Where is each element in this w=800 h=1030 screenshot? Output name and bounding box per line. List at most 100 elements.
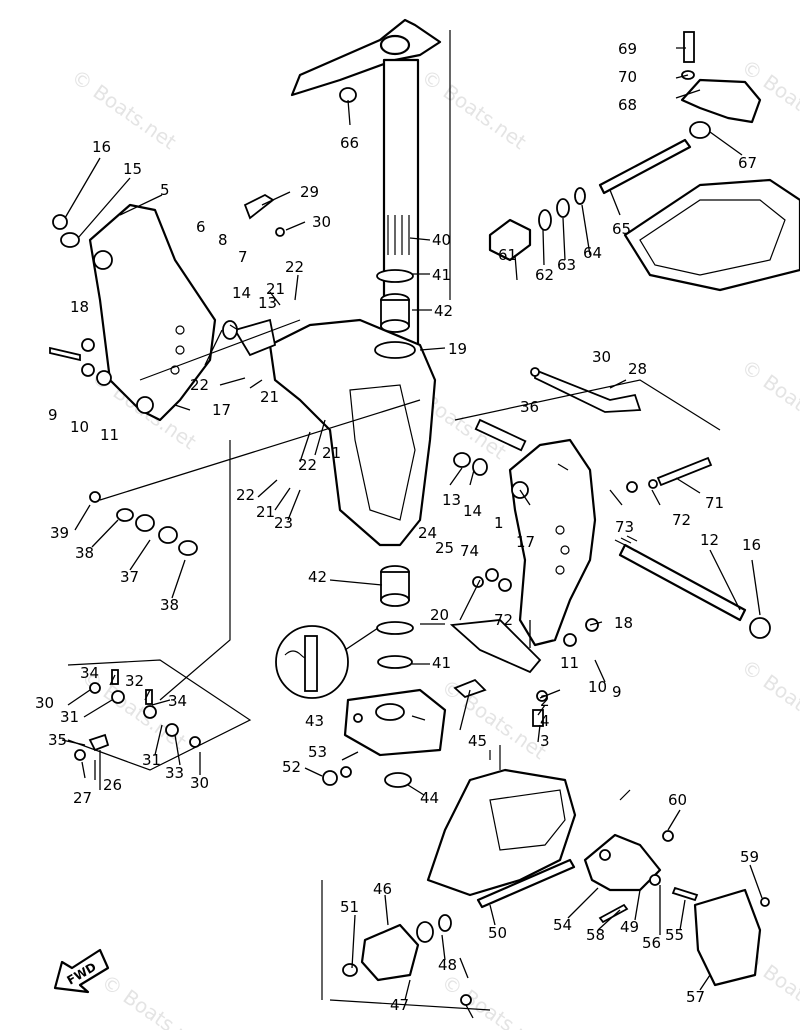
callout-72: 72 bbox=[672, 511, 691, 529]
clamp-bracket-right bbox=[508, 438, 597, 647]
callout-8: 8 bbox=[218, 231, 228, 249]
callout-19: 19 bbox=[448, 340, 467, 358]
callout-9: 9 bbox=[48, 406, 58, 424]
callout-46: 46 bbox=[373, 880, 392, 898]
leader-lines bbox=[61, 47, 763, 1019]
callout-59: 59 bbox=[740, 848, 759, 866]
callout-24: 24 bbox=[418, 524, 437, 542]
upper-bracket-68 bbox=[680, 31, 762, 139]
callout-45: 45 bbox=[468, 732, 487, 750]
callout-3: 3 bbox=[540, 732, 550, 750]
small-parts bbox=[49, 193, 770, 1006]
tilt-tube bbox=[614, 535, 771, 639]
callout-53: 53 bbox=[308, 743, 327, 761]
callout-7: 7 bbox=[238, 248, 248, 266]
watermark-text: © Boats.net bbox=[737, 654, 800, 744]
watermark-text: © Boats.net bbox=[97, 969, 211, 1030]
callout-14: 14 bbox=[232, 284, 251, 302]
callout-21d: 21 bbox=[256, 503, 275, 521]
callout-52: 52 bbox=[282, 758, 301, 776]
callout-40: 40 bbox=[432, 231, 451, 249]
callout-11b: 11 bbox=[560, 654, 579, 672]
callout-30: 30 bbox=[312, 213, 331, 231]
callout-26: 26 bbox=[103, 776, 122, 794]
callout-25: 25 bbox=[435, 539, 454, 557]
callout-21c: 21 bbox=[322, 444, 341, 462]
bracket-54 bbox=[583, 833, 662, 892]
callout-18: 18 bbox=[70, 298, 89, 316]
callout-47: 47 bbox=[390, 996, 409, 1014]
callout-5: 5 bbox=[160, 181, 170, 199]
callout-4: 4 bbox=[540, 712, 550, 730]
detail-circle-20 bbox=[275, 625, 379, 699]
callout-17b: 17 bbox=[516, 533, 535, 551]
callout-44: 44 bbox=[420, 789, 439, 807]
callout-74: 74 bbox=[460, 542, 479, 560]
callout-22: 22 bbox=[285, 258, 304, 276]
callout-65: 65 bbox=[612, 220, 631, 238]
callout-13b: 13 bbox=[442, 491, 461, 509]
callout-30b: 30 bbox=[592, 348, 611, 366]
callout-21: 21 bbox=[266, 280, 285, 298]
callout-1: 1 bbox=[494, 514, 504, 532]
callout-10: 10 bbox=[70, 418, 89, 436]
callout-38b: 38 bbox=[160, 596, 179, 614]
callout-51: 51 bbox=[340, 898, 359, 916]
callout-16: 16 bbox=[92, 138, 111, 156]
callout-72b: 72 bbox=[494, 611, 513, 629]
guide-lines bbox=[99, 319, 721, 1011]
callout-14b: 14 bbox=[463, 502, 482, 520]
callout-32: 32 bbox=[125, 672, 144, 690]
mount-46 bbox=[342, 914, 452, 982]
engine-mount-plate bbox=[623, 178, 800, 292]
callout-20: 20 bbox=[430, 606, 449, 624]
callout-9b: 9 bbox=[612, 683, 622, 701]
callout-11: 11 bbox=[100, 426, 119, 444]
callout-61: 61 bbox=[498, 246, 517, 264]
callout-35: 35 bbox=[48, 731, 67, 749]
callout-29: 29 bbox=[300, 183, 319, 201]
callout-22d: 22 bbox=[236, 486, 255, 504]
callout-38: 38 bbox=[75, 544, 94, 562]
callout-17: 17 bbox=[212, 401, 231, 419]
callout-42: 42 bbox=[434, 302, 453, 320]
watermark-text: © Boats.net bbox=[67, 64, 181, 154]
callout-70: 70 bbox=[618, 68, 637, 86]
callouts: 16 15 5 66 29 30 6 8 7 40 41 42 19 22 21… bbox=[35, 40, 761, 1014]
shaft-65 bbox=[598, 138, 692, 195]
callout-50: 50 bbox=[488, 924, 507, 942]
bushing-cluster-37-38 bbox=[89, 491, 198, 556]
callout-67: 67 bbox=[738, 154, 757, 172]
callout-16b: 16 bbox=[742, 536, 761, 554]
callout-30d: 30 bbox=[190, 774, 209, 792]
callout-41: 41 bbox=[432, 266, 451, 284]
callout-41b: 41 bbox=[432, 654, 451, 672]
callout-33: 33 bbox=[165, 764, 184, 782]
callout-54: 54 bbox=[553, 916, 572, 934]
callout-43: 43 bbox=[305, 712, 324, 730]
callout-27: 27 bbox=[73, 789, 92, 807]
callout-21b: 21 bbox=[260, 388, 279, 406]
callout-31: 31 bbox=[60, 708, 79, 726]
callout-10b: 10 bbox=[588, 678, 607, 696]
callout-56: 56 bbox=[642, 934, 661, 952]
lower-bracket bbox=[426, 745, 577, 897]
callout-34: 34 bbox=[80, 664, 99, 682]
callout-23: 23 bbox=[274, 514, 293, 532]
callout-34b: 34 bbox=[168, 692, 187, 710]
callout-15: 15 bbox=[123, 160, 142, 178]
callout-12: 12 bbox=[700, 531, 719, 549]
callout-55: 55 bbox=[665, 926, 684, 944]
callout-39: 39 bbox=[50, 524, 69, 542]
watermark-text: © Boats.net bbox=[437, 969, 551, 1030]
callout-57: 57 bbox=[686, 988, 705, 1006]
callout-37: 37 bbox=[120, 568, 139, 586]
watermark-text: © Boats.net bbox=[737, 354, 800, 444]
bushing-42-upper bbox=[376, 269, 414, 333]
callout-28: 28 bbox=[628, 360, 647, 378]
watermark-text: © Boats.net bbox=[417, 64, 531, 154]
callout-22c: 22 bbox=[298, 456, 317, 474]
callout-68: 68 bbox=[618, 96, 637, 114]
